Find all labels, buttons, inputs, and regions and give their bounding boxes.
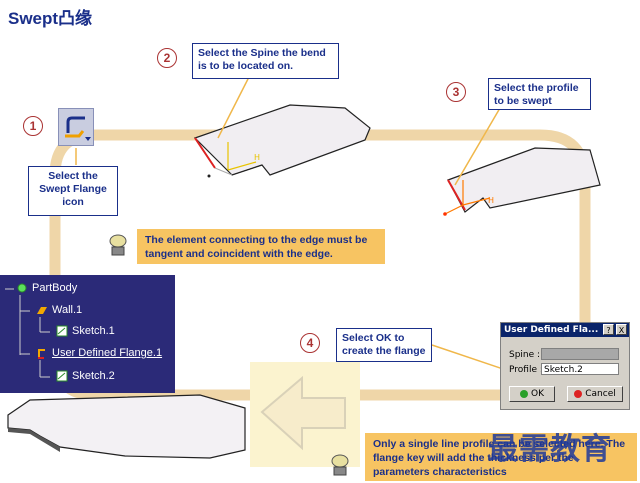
tree-item-sketch2[interactable]: Sketch.2 — [56, 370, 115, 382]
cancel-icon — [574, 389, 583, 398]
tree-item-flange[interactable]: User Defined Flange.1 — [36, 347, 162, 360]
page-title: Swept凸缘 — [8, 9, 93, 28]
svg-text:H: H — [254, 153, 260, 162]
swept-flange-result — [7, 394, 246, 459]
dialog-title: User Defined Fla... — [501, 323, 629, 337]
tree-item-wall[interactable]: Wall.1 — [36, 304, 82, 316]
hint-icon — [107, 232, 129, 258]
sketch-icon — [56, 325, 68, 337]
pointer-ok — [431, 344, 513, 373]
spine-field[interactable] — [541, 348, 619, 360]
spine-label: Spine : — [509, 350, 541, 360]
callout-ok: Select OK to create the flange — [336, 328, 432, 362]
callout-spine: Select the Spine the bend is to be locat… — [192, 43, 339, 79]
big-arrow-icon — [250, 362, 360, 467]
tree-item-sketch1[interactable]: Sketch.1 — [56, 325, 115, 337]
step-number-2: 2 — [157, 48, 177, 68]
pointer-spine — [217, 74, 251, 139]
watermark: 最需教育 — [488, 432, 612, 467]
callout-profile: Select the profile to be swept — [488, 78, 591, 110]
swept-flange-icon[interactable] — [58, 108, 94, 146]
wall-icon — [36, 304, 48, 316]
profile-label: Profile : — [509, 365, 543, 375]
sketch-icon — [56, 370, 68, 382]
hint-icon-2 — [329, 452, 351, 478]
flange-icon — [36, 347, 48, 360]
help-button[interactable]: ? — [603, 324, 614, 335]
tree-item-partbody[interactable]: PartBody — [16, 282, 77, 294]
user-defined-flange-dialog: User Defined Fla... ? X Spine : Profile … — [500, 322, 630, 410]
wall-part-step2: H — [193, 104, 371, 178]
ok-icon — [520, 389, 528, 398]
specification-tree: PartBody Wall.1 Sketch.1 User Defined Fl… — [0, 275, 175, 393]
wall-part-step3: H — [443, 147, 601, 216]
cancel-button[interactable]: Cancel — [567, 386, 623, 402]
ok-button[interactable]: OK — [509, 386, 555, 402]
step-number-4: 4 — [300, 333, 320, 353]
pointer-profile — [454, 107, 501, 186]
step-number-1: 1 — [23, 116, 43, 136]
note-edge: The element connecting to the edge must … — [137, 229, 385, 264]
svg-text:H: H — [488, 196, 494, 205]
close-button[interactable]: X — [616, 324, 627, 335]
note-single-line: Only a single line profile can be select… — [365, 433, 637, 481]
step-number-3: 3 — [446, 82, 466, 102]
gear-icon — [16, 282, 28, 294]
callout-icon: Select the Swept Flange icon — [28, 166, 118, 216]
profile-field[interactable]: Sketch.2 — [541, 363, 619, 375]
